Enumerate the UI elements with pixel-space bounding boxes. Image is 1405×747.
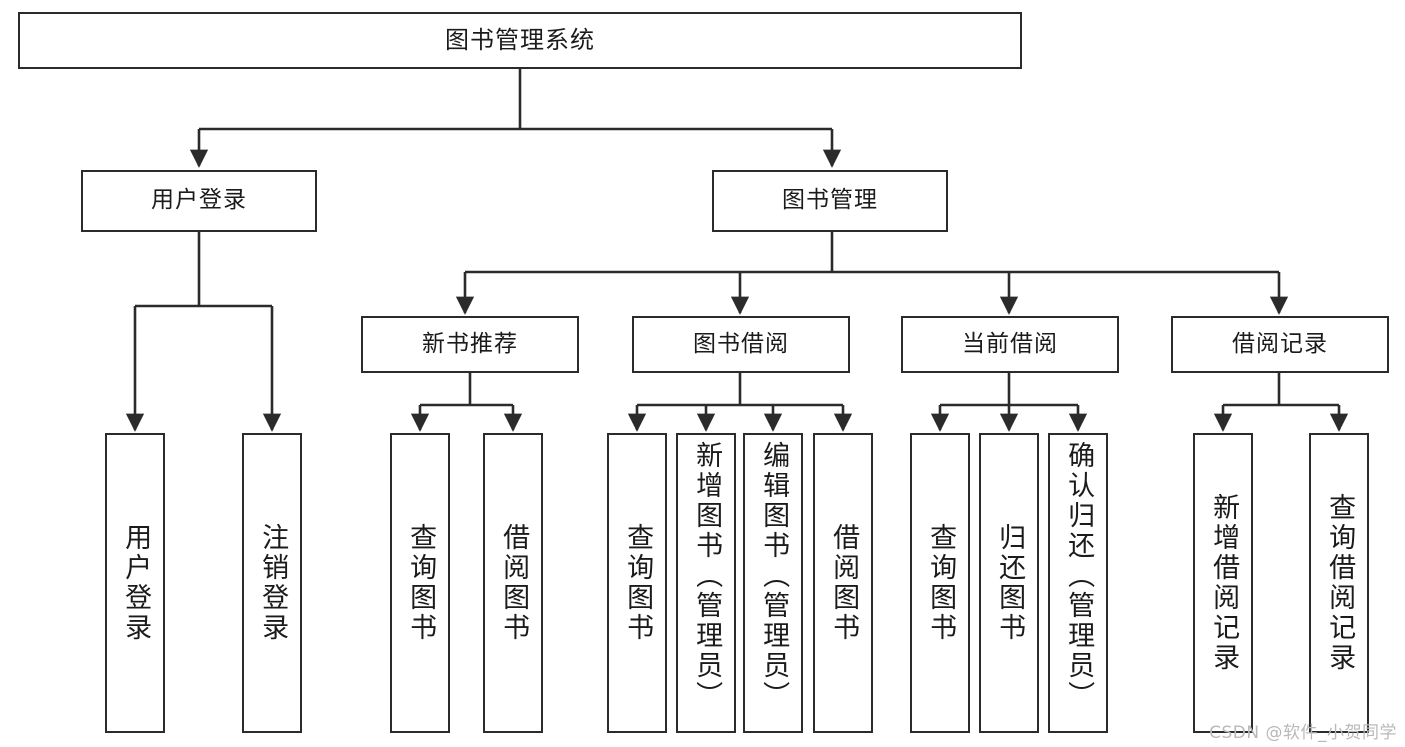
csdn-watermark: CSDN @软件_小贺同学 bbox=[1209, 723, 1397, 743]
node-label: 确认归还（管理员） bbox=[1063, 441, 1095, 711]
leaf-query-book-current[interactable]: 查询图书 bbox=[910, 433, 970, 733]
node-book-borrow[interactable]: 图书借阅 bbox=[632, 316, 850, 373]
leaf-borrow-book-recommend[interactable]: 借阅图书 bbox=[483, 433, 543, 733]
node-new-book-recommend[interactable]: 新书推荐 bbox=[361, 316, 579, 373]
node-label: 查询图书 bbox=[925, 523, 957, 643]
node-label: 编辑图书（管理员） bbox=[758, 441, 790, 711]
node-label: 用户登录 bbox=[151, 187, 247, 214]
node-label: 查询图书 bbox=[405, 523, 437, 643]
node-label: 新增借阅记录 bbox=[1208, 493, 1240, 673]
leaf-add-borrow-record[interactable]: 新增借阅记录 bbox=[1193, 433, 1253, 733]
node-label: 查询借阅记录 bbox=[1324, 493, 1356, 673]
node-label: 借阅图书 bbox=[828, 523, 860, 643]
leaf-query-borrow-record[interactable]: 查询借阅记录 bbox=[1309, 433, 1369, 733]
node-label: 当前借阅 bbox=[962, 330, 1058, 357]
node-label: 注销登录 bbox=[257, 523, 289, 643]
node-book-management[interactable]: 图书管理 bbox=[712, 170, 948, 232]
node-label: 新书推荐 bbox=[422, 330, 518, 357]
node-label: 查询图书 bbox=[622, 523, 654, 643]
node-label: 图书管理 bbox=[782, 187, 878, 214]
leaf-query-book-borrow[interactable]: 查询图书 bbox=[607, 433, 667, 733]
node-label: 新增图书（管理员） bbox=[691, 441, 723, 711]
node-label: 归还图书 bbox=[994, 523, 1026, 643]
node-current-borrow[interactable]: 当前借阅 bbox=[901, 316, 1119, 373]
leaf-borrow-book[interactable]: 借阅图书 bbox=[813, 433, 873, 733]
node-label: 借阅图书 bbox=[498, 523, 530, 643]
leaf-add-book-admin[interactable]: 新增图书（管理员） bbox=[676, 433, 736, 733]
node-label: 图书借阅 bbox=[693, 330, 789, 357]
leaf-user-login[interactable]: 用户登录 bbox=[105, 433, 165, 733]
node-label: 图书管理系统 bbox=[445, 26, 595, 55]
node-label: 借阅记录 bbox=[1232, 330, 1328, 357]
leaf-confirm-return-admin[interactable]: 确认归还（管理员） bbox=[1048, 433, 1108, 733]
node-root-book-management-system[interactable]: 图书管理系统 bbox=[18, 12, 1022, 69]
leaf-logout[interactable]: 注销登录 bbox=[242, 433, 302, 733]
node-label: 用户登录 bbox=[120, 523, 152, 643]
leaf-return-book[interactable]: 归还图书 bbox=[979, 433, 1039, 733]
node-borrow-record[interactable]: 借阅记录 bbox=[1171, 316, 1389, 373]
leaf-edit-book-admin[interactable]: 编辑图书（管理员） bbox=[743, 433, 803, 733]
node-user-login[interactable]: 用户登录 bbox=[81, 170, 317, 232]
leaf-query-book-recommend[interactable]: 查询图书 bbox=[390, 433, 450, 733]
